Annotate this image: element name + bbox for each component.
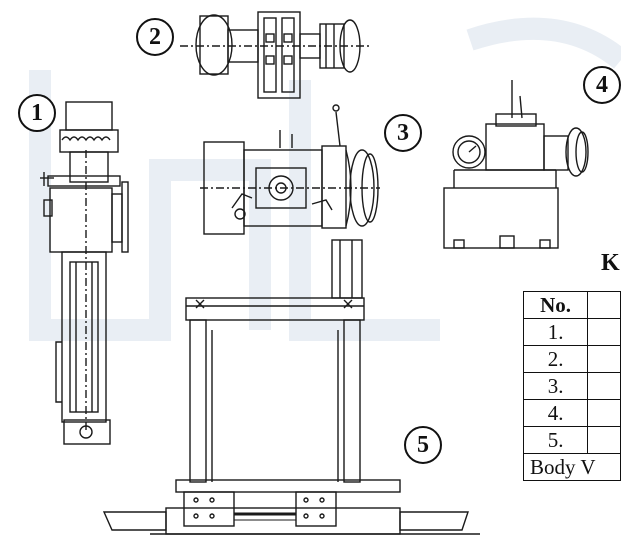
component-1-vertical-pump bbox=[40, 101, 129, 445]
key-total-row: Body V bbox=[523, 453, 621, 481]
key-row-number: 2. bbox=[522, 345, 589, 373]
key-row-number: 3. bbox=[522, 372, 589, 400]
key-header-description bbox=[587, 291, 621, 319]
key-row-description bbox=[587, 318, 621, 346]
key-row: 1. bbox=[522, 318, 621, 346]
key-header-no: No. bbox=[522, 291, 589, 319]
component-4-hydraulic-unit bbox=[443, 80, 589, 249]
key-header-row: No. bbox=[522, 291, 621, 319]
key-row: 3. bbox=[522, 372, 621, 400]
key-row: 4. bbox=[522, 399, 621, 427]
callout-4: 4 bbox=[583, 66, 621, 104]
component-2-drive-unit bbox=[180, 11, 370, 99]
callout-2: 2 bbox=[136, 18, 174, 56]
key-row-number: 4. bbox=[522, 399, 589, 427]
key-title: K bbox=[601, 250, 620, 276]
key-table: No. 1. 2. 3. 4. 5. Body V bbox=[522, 291, 621, 481]
callout-5: 5 bbox=[404, 426, 442, 464]
key-row: 5. bbox=[522, 426, 621, 454]
component-5-frame bbox=[102, 239, 480, 535]
key-row-description bbox=[587, 426, 621, 454]
key-row-number: 5. bbox=[522, 426, 589, 454]
key-row-number: 1. bbox=[522, 318, 589, 346]
component-3-gearbox bbox=[200, 104, 380, 235]
key-row-description bbox=[587, 372, 621, 400]
key-row-description bbox=[587, 345, 621, 373]
callout-3: 3 bbox=[384, 114, 422, 152]
key-row: 2. bbox=[522, 345, 621, 373]
key-total-label: Body V bbox=[523, 453, 621, 481]
key-row-description bbox=[587, 399, 621, 427]
callout-1: 1 bbox=[18, 94, 56, 132]
